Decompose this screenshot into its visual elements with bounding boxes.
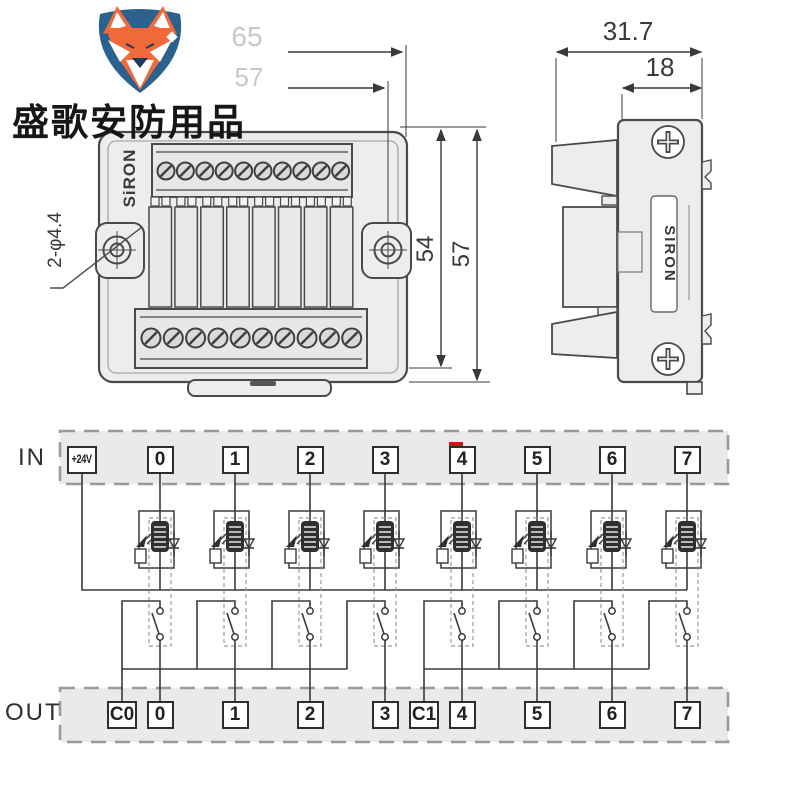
relay-channel bbox=[648, 472, 707, 702]
relay-channel bbox=[498, 472, 557, 702]
dim-31.7-label: 31.7 bbox=[603, 16, 654, 46]
side-view-drawing bbox=[551, 118, 712, 395]
dim-57-right-label: 57 bbox=[448, 241, 475, 268]
front-bottom-screws bbox=[140, 327, 363, 349]
in-terminal-2: 2 bbox=[296, 446, 324, 474]
in-terminal-6: 6 bbox=[598, 446, 626, 474]
front-view-drawing bbox=[50, 130, 412, 397]
hole-note-label: 2-φ4.4 bbox=[45, 212, 66, 268]
phillips-screw-top bbox=[651, 125, 685, 159]
out-terminal-6: 6 bbox=[598, 701, 626, 729]
out-terminal-0: 0 bbox=[146, 701, 174, 729]
in-row-label: IN bbox=[18, 444, 46, 471]
dim-54-label: 54 bbox=[412, 236, 439, 263]
out-terminal-5: 5 bbox=[523, 701, 551, 729]
front-top-screws bbox=[156, 161, 351, 181]
out-terminal-4: 4 bbox=[448, 701, 476, 729]
relay-channel bbox=[271, 472, 330, 702]
hole-leader-line bbox=[50, 226, 143, 289]
relay-channel bbox=[573, 472, 632, 702]
in-terminal-+24V: +24V bbox=[67, 446, 97, 474]
front-view-dimensions bbox=[288, 45, 490, 383]
phillips-screw-bottom bbox=[651, 342, 685, 376]
out-row-label: OUT bbox=[5, 699, 62, 726]
relay-channel bbox=[423, 472, 482, 702]
brand-name: 盛歌安防用品 bbox=[12, 101, 246, 144]
in-terminal-7: 7 bbox=[673, 446, 701, 474]
red-mark bbox=[449, 442, 463, 446]
relay-channels bbox=[121, 472, 707, 702]
mounting-hole-left bbox=[98, 231, 136, 269]
brand-logo-fox-shield-icon bbox=[98, 6, 182, 93]
in-terminal-0: 0 bbox=[146, 446, 174, 474]
side-view-dimensions bbox=[555, 47, 703, 142]
out-terminal-C1: C1 bbox=[409, 701, 439, 729]
out-terminal-7: 7 bbox=[673, 701, 701, 729]
wiring-diagram bbox=[58, 429, 730, 744]
in-terminal-1: 1 bbox=[221, 446, 249, 474]
front-relay-slots bbox=[148, 196, 354, 308]
in-terminal-3: 3 bbox=[371, 446, 399, 474]
in-terminal-4: 4 bbox=[448, 446, 476, 474]
out-terminal-3: 3 bbox=[371, 701, 399, 729]
in-terminal-5: 5 bbox=[523, 446, 551, 474]
relay-channel bbox=[121, 472, 180, 702]
side-brand-label: SIRON bbox=[661, 225, 678, 283]
mounting-hole-right bbox=[369, 231, 407, 269]
out-terminal-1: 1 bbox=[221, 701, 249, 729]
side-brand-plate bbox=[650, 195, 678, 313]
out-terminal-C0: C0 bbox=[107, 701, 137, 729]
out-terminal-2: 2 bbox=[296, 701, 324, 729]
dim-57-top-label: 57 bbox=[235, 62, 264, 92]
relay-channel bbox=[346, 472, 405, 702]
relay-channel bbox=[196, 472, 255, 702]
front-brand-label: SiRON bbox=[120, 149, 139, 208]
dim-18-label: 18 bbox=[646, 52, 675, 82]
dim-65-label: 65 bbox=[231, 21, 262, 52]
